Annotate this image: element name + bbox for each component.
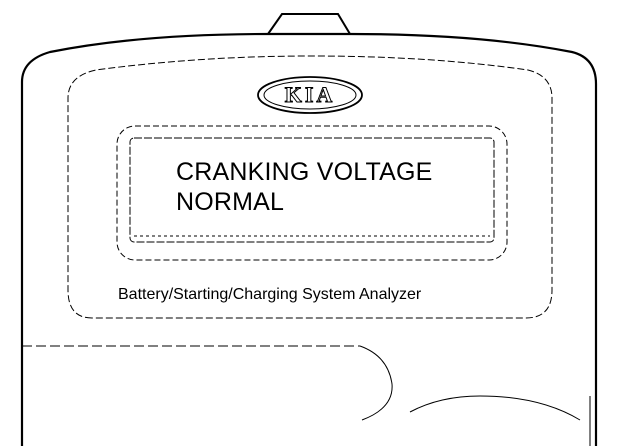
device-faceplate: [67, 55, 553, 319]
lower-curve-left: [359, 345, 393, 421]
device-outer-shell: [20, 32, 598, 446]
lcd-message-line-2: NORMAL: [176, 188, 285, 216]
lcd-window: [129, 137, 495, 243]
logo-oval-outer: [257, 76, 363, 114]
logo-oval-inner: [263, 80, 357, 110]
connector-tab: [267, 13, 351, 35]
kia-logo: KIA: [284, 82, 336, 108]
lcd-message-line-1: CRANKING VOLTAGE: [176, 158, 433, 186]
lcd-bezel-outer: [116, 125, 508, 261]
device-caption-label: Battery/Starting/Charging System Analyze…: [118, 286, 422, 303]
lower-curve-right: [409, 395, 581, 421]
